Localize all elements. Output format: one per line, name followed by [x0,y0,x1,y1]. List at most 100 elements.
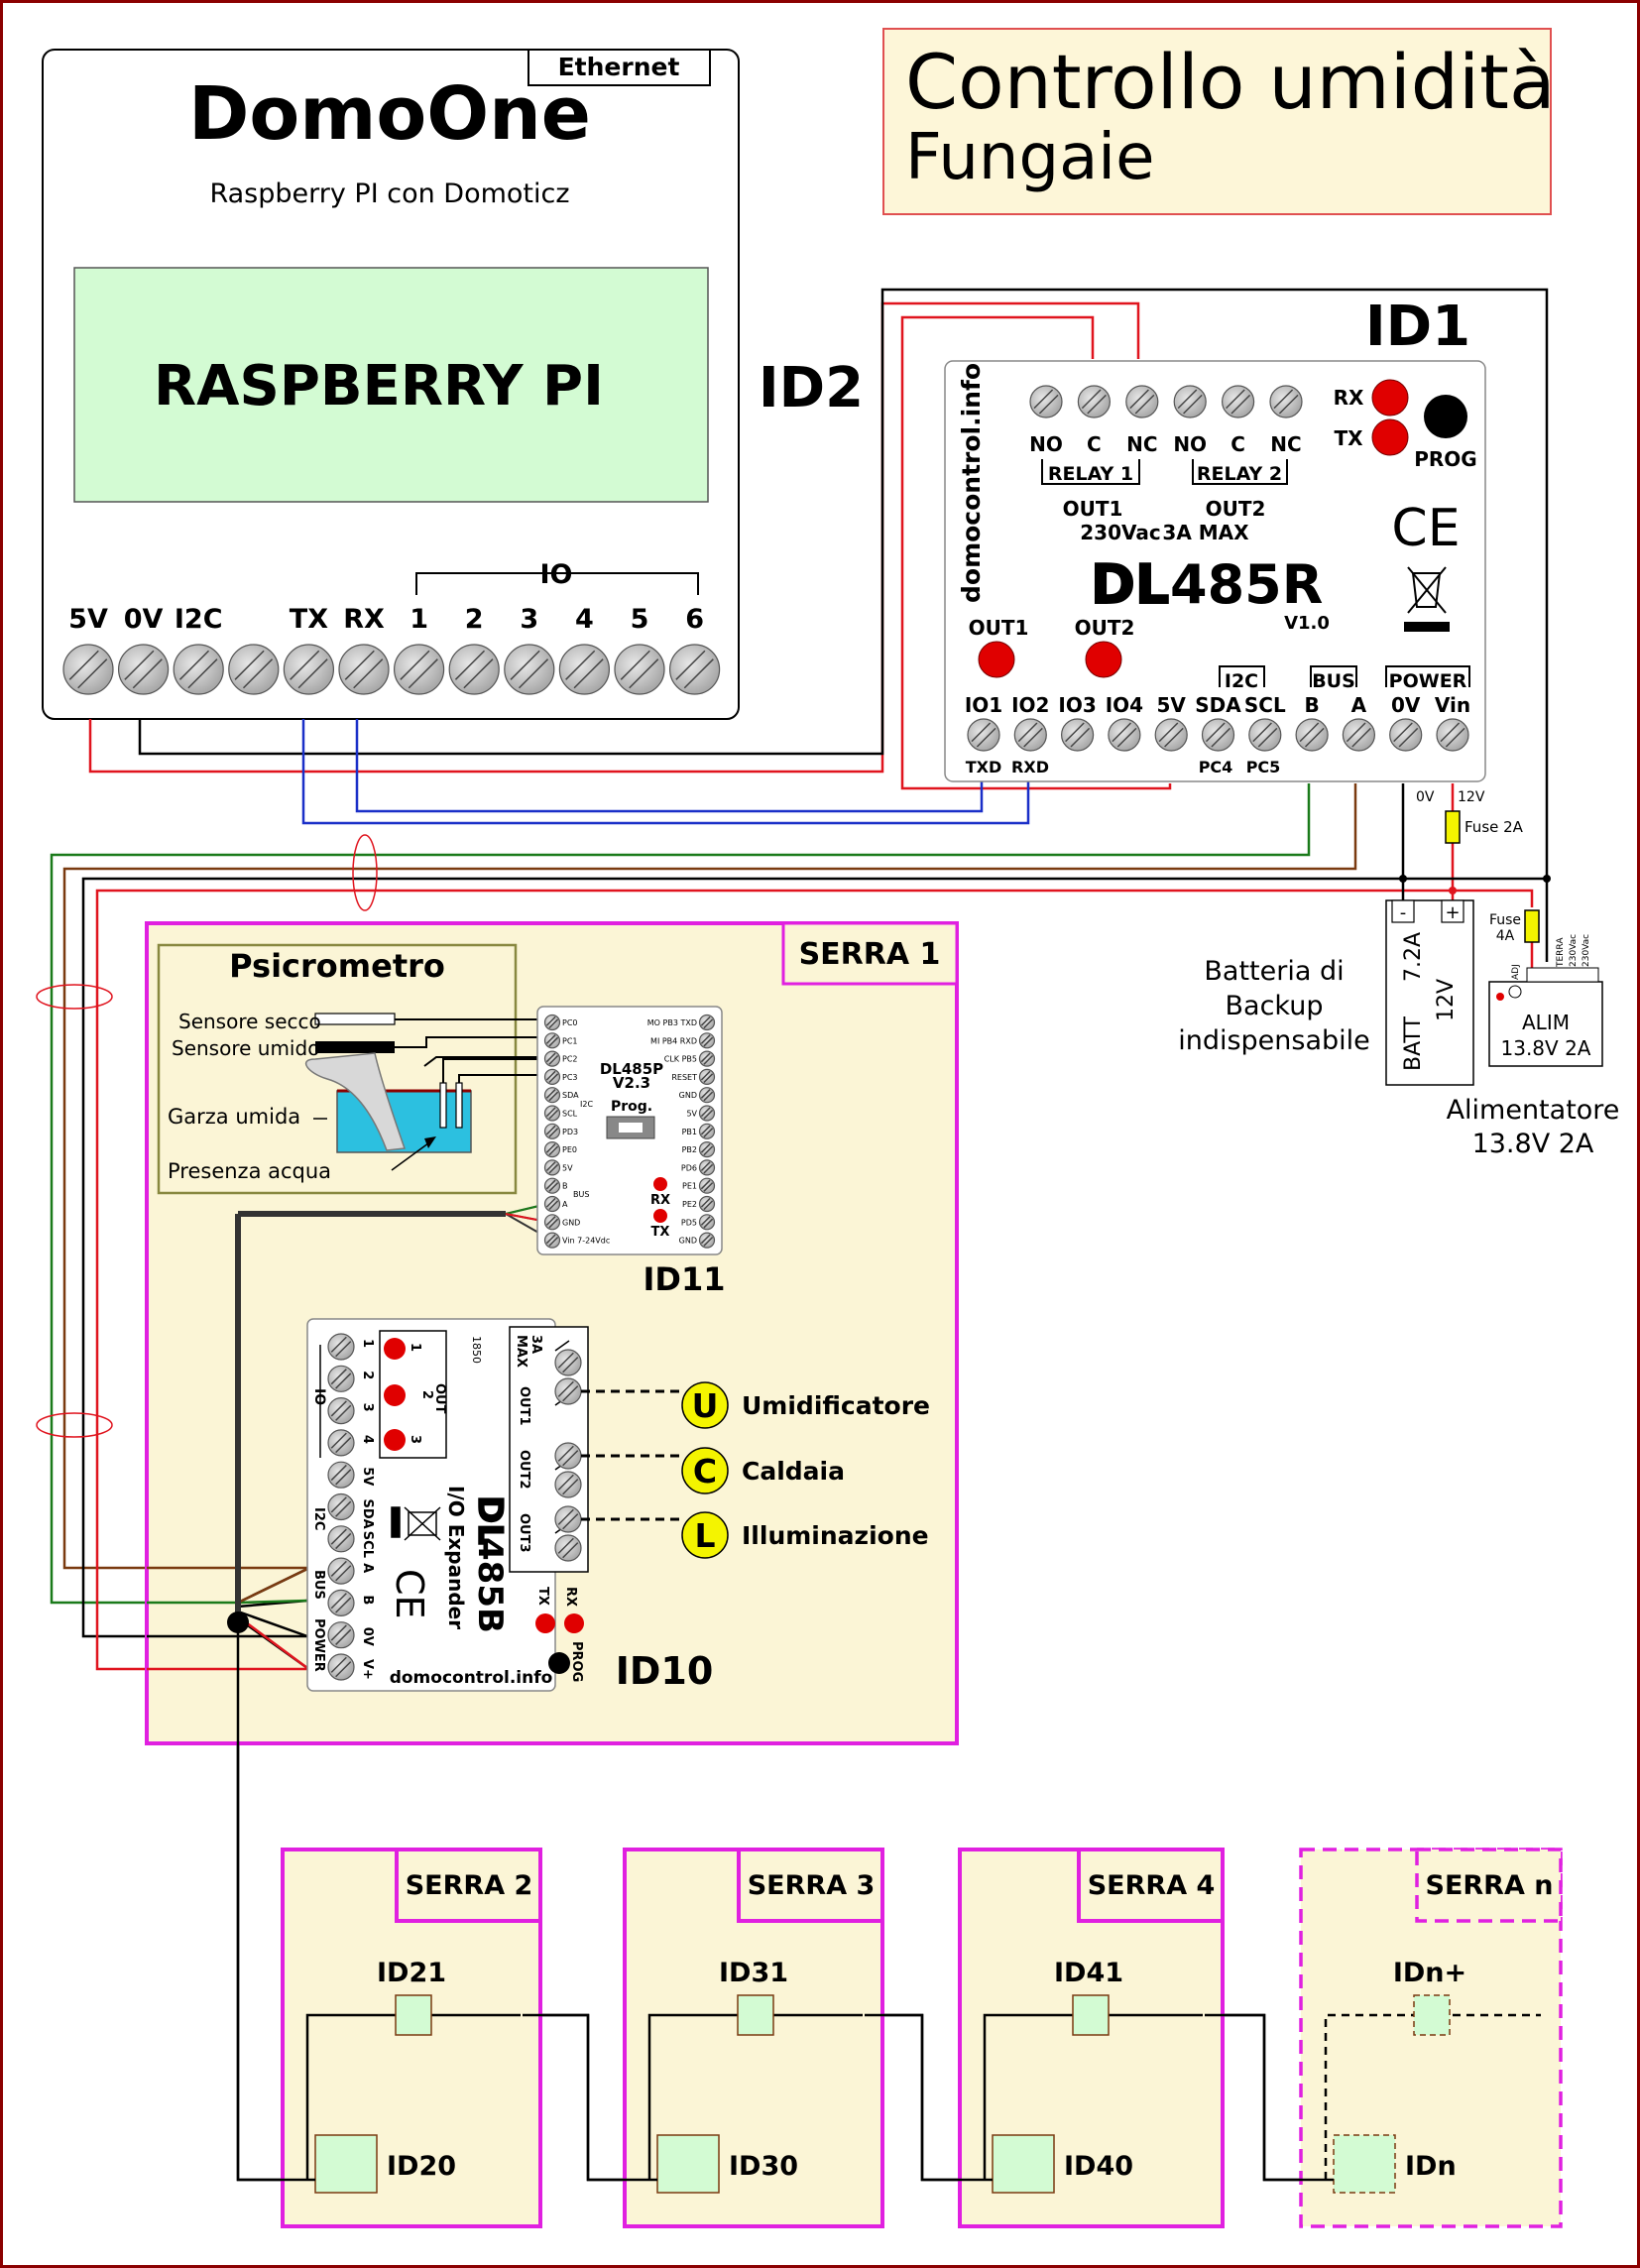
domoone-terminal-screw [558,644,611,695]
dl485p-left-pin-label: B [562,1182,568,1191]
domoone-terminal-label: 1 [410,604,428,635]
dl485p-right-pin [698,1032,716,1049]
dl485p-right-pin [698,1105,716,1122]
dl485p-left-pin-label: PC3 [562,1073,578,1082]
dl485b-out3: OUT3 [517,1513,531,1553]
dl485r-tx-led [1371,418,1409,456]
dl485p-left-pin [543,1177,561,1194]
dl485b-relay-screw [554,1505,582,1533]
dl485r-terminal-screw [1248,718,1282,752]
dl485p-right-pin-label: PD6 [681,1163,697,1172]
battery-plus: + [1445,902,1460,923]
dl485b-pin-screw [327,1653,355,1681]
serra-top-id: ID31 [719,1958,788,1988]
domoone-terminal-label: 4 [575,604,594,635]
dl485r-led-out1 [978,641,1015,678]
dl485r-terminal-label: IO1 [965,693,1002,717]
dl485r-led-out2-label: OUT2 [1075,616,1135,640]
dl485b-relay-screw [554,1377,582,1405]
dl485b-io: IO [311,1388,327,1405]
domoone-terminal-screw [62,644,114,695]
load-name: Umidificatore [742,1391,930,1420]
load-name: Illuminazione [742,1521,929,1550]
dl485b-pin-screw [327,1461,355,1489]
relay-rating-voltage: 230Vac [1080,521,1160,544]
dl485p-bus: BUS [573,1190,589,1199]
dl485r-led-out2 [1085,641,1122,678]
title-line2: Fungaie [905,121,1154,194]
load-letter: L [694,1516,715,1555]
domoone-terminal-label: 5V [68,604,108,635]
dl485r-relay-term-label: NO [1173,432,1207,456]
dl485b-relay-terminals [554,1349,582,1562]
dl485r-prog-button[interactable] [1424,395,1467,438]
serra-bottom-chip [314,2134,378,2194]
dl485r-relay-term-label: NC [1126,432,1157,456]
label-garza-umida: Garza umida [168,1105,300,1129]
dl485p-right-pin-label: PE1 [682,1182,697,1191]
dl485p-left-pin [543,1195,561,1213]
dl485p-i2c: I2C [580,1100,593,1109]
title-block: Controllo umidità Fungaie [882,28,1556,215]
dl485r-relay-screw [1221,385,1255,418]
domoone-box: Ethernet DomoOne Raspberry PI con Domoti… [42,49,740,720]
dl485r-terminal-label: SCL [1244,693,1286,717]
domoone-terminal-screw [173,644,224,695]
dl485b-out-label: OUT [432,1383,447,1414]
dl485p-left-pin [543,1050,561,1067]
domoone-terminal-label: I2C [175,604,223,635]
dl485b-ce: CE [388,1569,431,1619]
psu-230a: 230Vac [1569,934,1579,967]
psu-label-1: ALIM [1522,1011,1570,1034]
battery-caption-3: indispensabile [1178,1025,1370,1056]
dl485p-right-pin-label: 5V [686,1110,697,1119]
dl485b-pin-screw [327,1396,355,1425]
dl485p-left-pin [543,1068,561,1086]
dl485p-right-pin-label: MI PB4 RXD [650,1036,697,1045]
dl485p-tx-led [653,1209,667,1223]
dl485b-pin-label: SDA [360,1499,375,1529]
dl485p-right-pin [698,1214,716,1231]
fuse-4a-label-1: Fuse [1489,912,1521,928]
dl485r-terminal-label: SDA [1195,693,1241,717]
dl485p-right-pin-label: PD5 [681,1218,697,1227]
relay-rating-current: 3A MAX [1162,521,1249,544]
dl485p-right-pin [698,1068,716,1086]
dl485p-right-pin-label: CLK PB5 [664,1055,697,1064]
domoone-terminal-screw [118,644,170,695]
domoone-terminal-screw [614,644,665,695]
dl485p-left-pin-label: Vin 7-24Vdc [562,1237,610,1246]
load-icon [681,1511,729,1559]
dl485b-pin-label: 2 [360,1371,375,1379]
domoone-title: DomoOne [188,71,591,157]
weee-bin-icon [1404,566,1450,632]
dl485b-bus: BUS [311,1570,326,1600]
dl485p-right-pin-label: PB2 [682,1145,697,1154]
dl485b-pin-screw [327,1621,355,1649]
dl485p-left-pin-label: PD3 [562,1128,578,1136]
fuse-4a [1524,909,1540,943]
dl485p-right-pin-label: MO PB3 TXD [647,1018,697,1027]
dl485r-ce-mark: CE [1391,499,1460,558]
dl485r-relay-term-label: C [1087,432,1102,456]
domoone-subtitle: Raspberry PI con Domoticz [209,179,569,209]
dl485p-left-pin [543,1123,561,1139]
dl485b-prog-button[interactable] [548,1652,570,1674]
dl485r-terminal-screw [1295,718,1329,752]
bus-junction [227,1611,249,1633]
dl485r-terminal-screw [1060,718,1095,752]
domoone-terminal-label: 0V [124,604,164,635]
ferrite-2 [36,984,113,1010]
domoone-terminal-screw [668,644,721,695]
load-icon [681,1447,729,1494]
dl485p-left-pin [543,1214,561,1231]
dl485p-tx: TX [651,1225,670,1240]
dl485b-led-3-label: 3 [408,1435,422,1444]
